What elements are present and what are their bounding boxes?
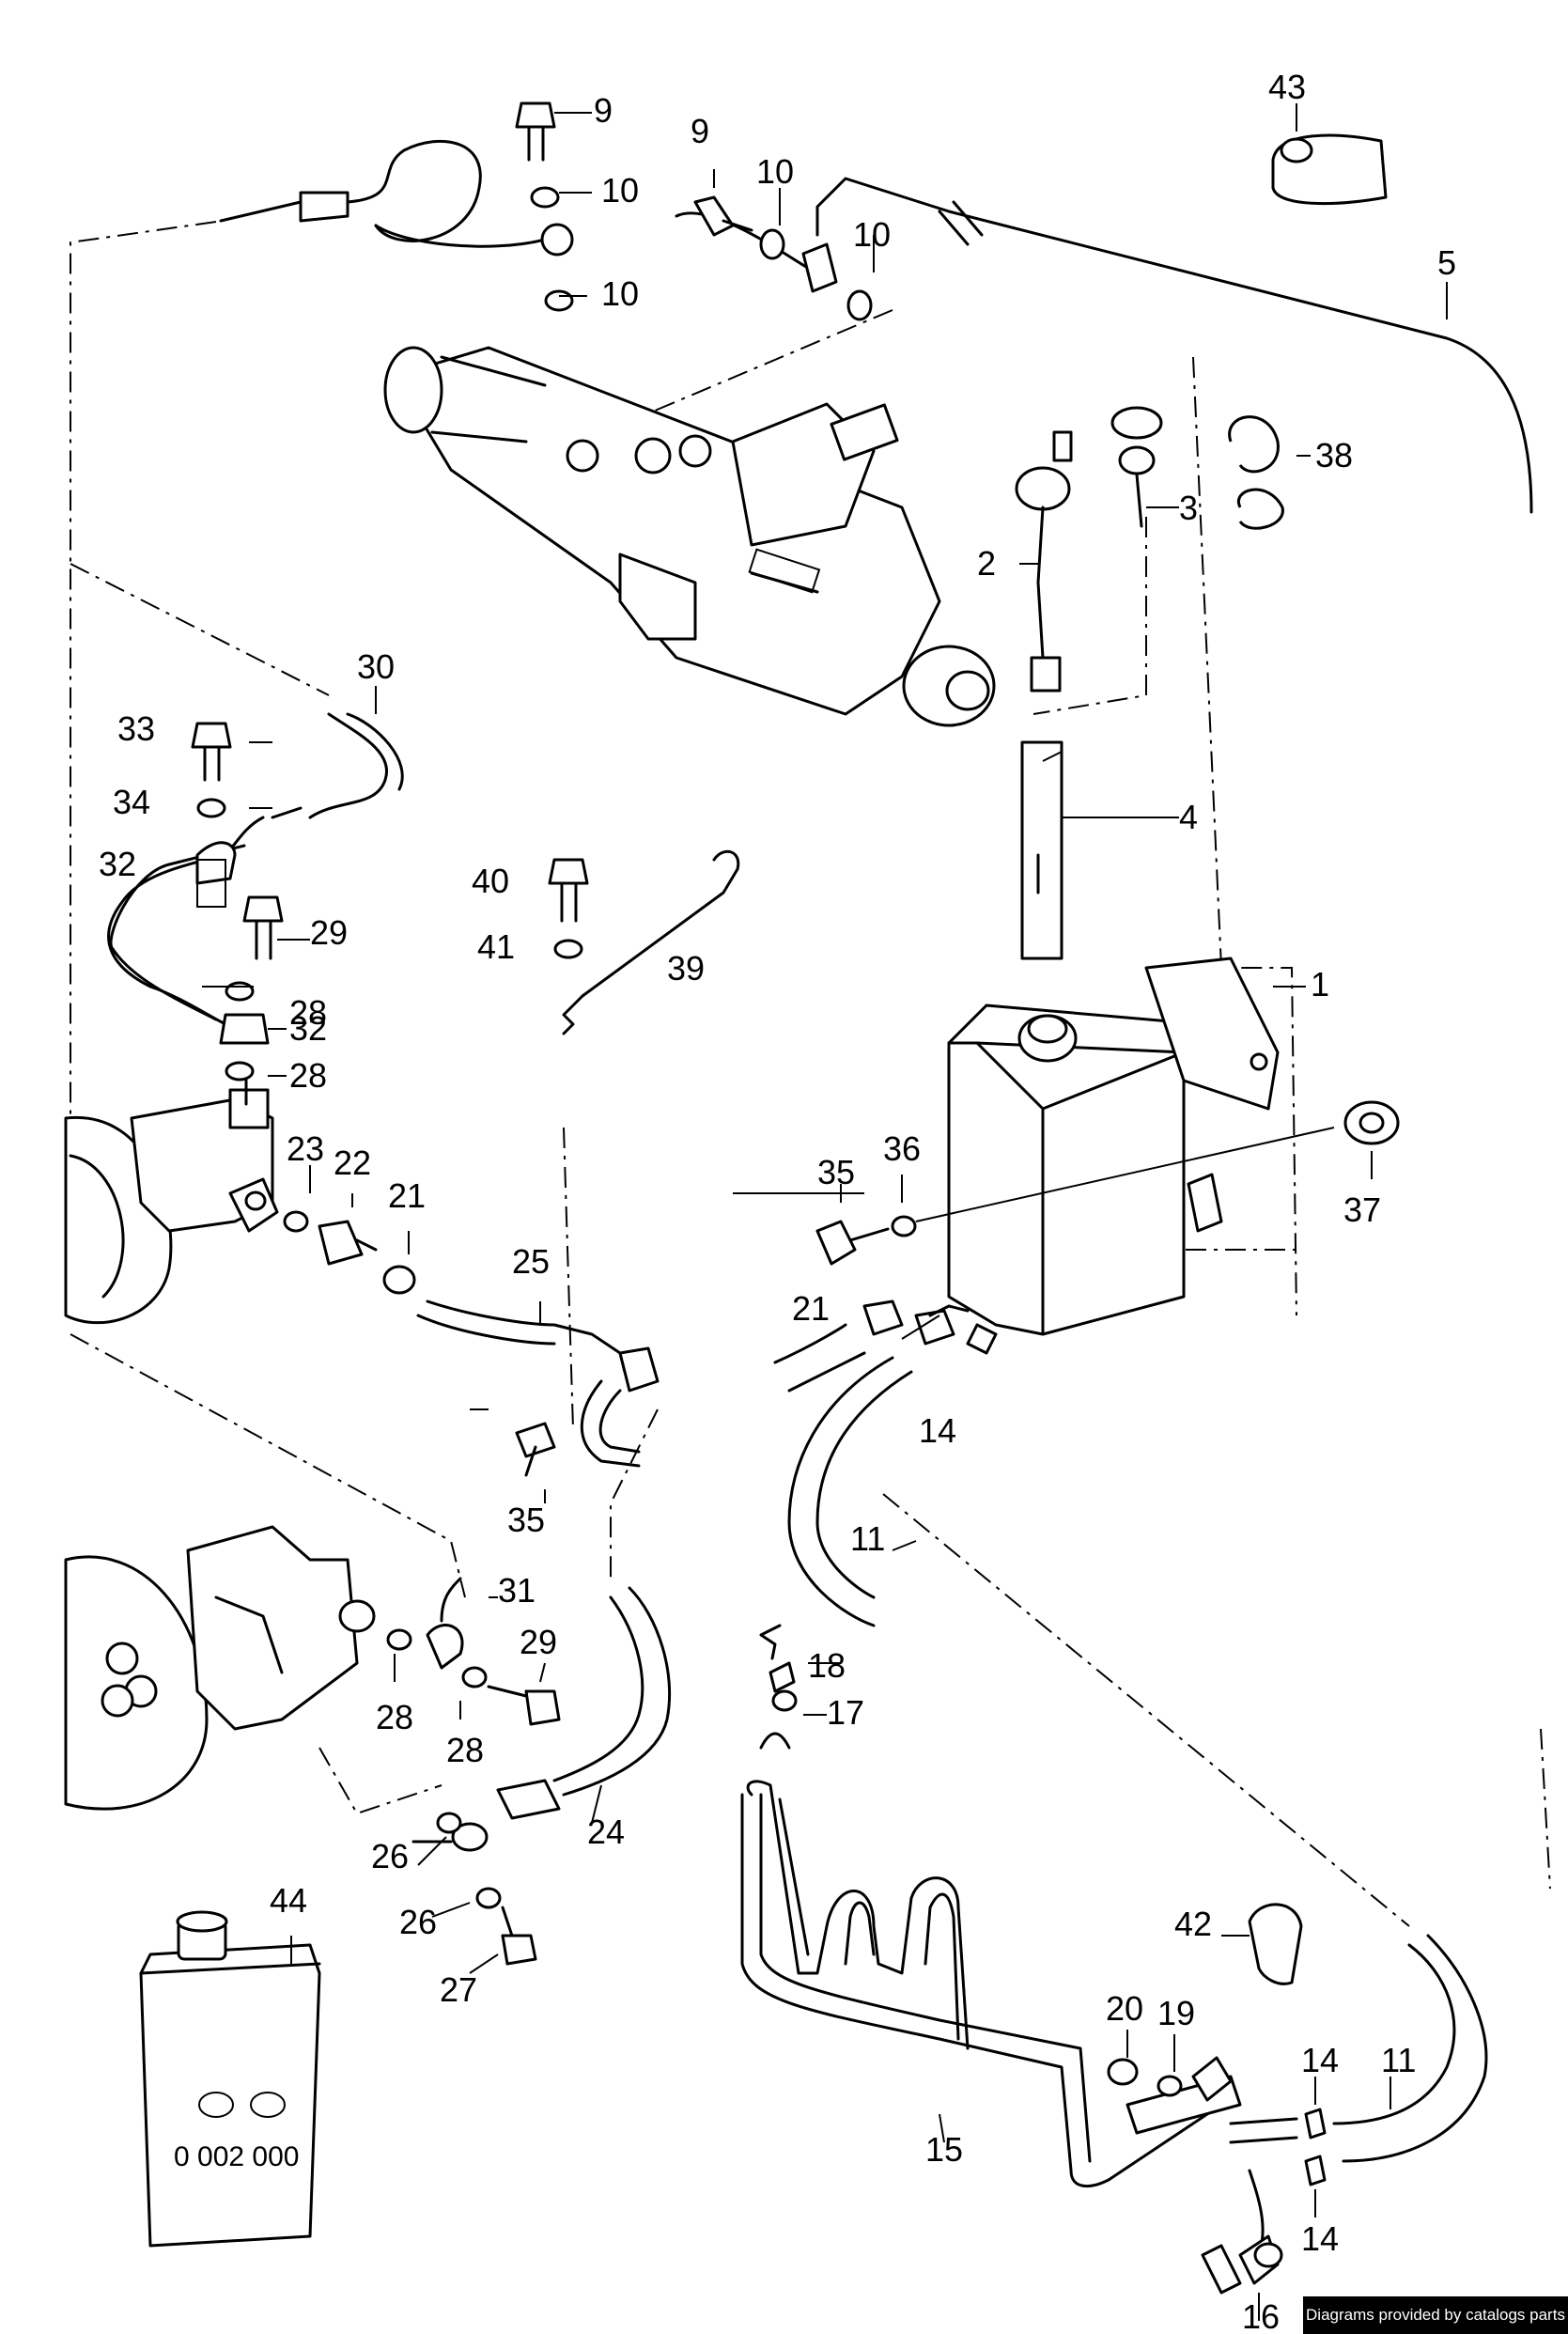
callout-26-b: 26 [399,1903,437,1941]
callout-33: 33 [117,709,155,748]
callout-26-a: 26 [371,1837,409,1875]
callout-43: 43 [1268,68,1306,106]
callout-19: 19 [1157,1994,1195,2032]
callout-35-a: 35 [817,1153,855,1191]
callout-2: 2 [977,544,996,583]
bracket-39 [548,849,740,1035]
steering-rack [383,346,996,727]
callout-10-b: 10 [601,274,639,313]
callout-11-a: 11 [850,1519,885,1558]
callout-18: 18 [808,1646,846,1685]
callout-31: 31 [498,1571,536,1610]
left-hoses [107,712,404,1026]
callout-28-d: 28 [446,1731,484,1769]
callout-3: 3 [1179,489,1198,527]
steering-pump-lower [64,1525,376,1811]
fluid-container: 0 002 000 [139,1910,321,2248]
callout-15: 15 [925,2130,963,2169]
hose-11-center [773,1299,998,1627]
callout-37: 37 [1343,1190,1381,1229]
fluid-reservoir [947,957,1400,1336]
hose-25 [416,1299,660,1477]
callout-39: 39 [667,949,705,988]
callout-44: 44 [270,1881,307,1920]
credit-banner: Diagrams provided by catalogs parts [1303,2296,1568,2334]
callout-35-b: 35 [507,1501,545,1539]
callout-4: 4 [1179,798,1198,836]
callout-41: 41 [477,927,515,966]
callout-11-b: 11 [1381,2041,1416,2079]
reference-lines [70,221,1551,1927]
callout-38: 38 [1315,436,1353,475]
callout-29-b: 29 [520,1623,557,1661]
fasteners-pump-lower [386,1577,561,1966]
callout-28-a: 28 [289,993,327,1032]
callout-14-c: 14 [1301,2219,1339,2258]
steering-pump-upper [64,1088,279,1325]
callout-32-b: 32 [289,1009,327,1048]
callout-24: 24 [587,1813,625,1851]
hose-clamps [1228,133,1388,530]
leader-lines [202,103,1448,2321]
callout-10-c: 10 [756,152,794,191]
callout-30: 30 [357,647,395,686]
callout-14-a: 14 [919,1411,956,1450]
callout-17: 17 [827,1693,864,1732]
callout-9-a: 9 [594,91,613,130]
callout-22: 22 [334,1144,371,1182]
callout-labels: 1 2 3 4 5 9 9 10 10 10 10 11 11 14 14 14… [99,68,1456,2334]
callout-21-a: 21 [388,1176,426,1215]
callout-10-d: 10 [853,215,891,254]
callout-40: 40 [472,862,509,900]
callout-5: 5 [1437,243,1456,282]
callout-29-a: 29 [310,913,348,952]
reservoir-cap-parts [1015,406,1163,960]
reservoir-fasteners [815,1127,1335,1266]
callout-32-a: 32 [99,845,136,883]
callout-9-b: 9 [691,112,709,150]
callout-25: 25 [512,1242,550,1281]
callout-14-b: 14 [1301,2041,1339,2079]
callout-42: 42 [1174,1905,1212,1943]
callout-20: 20 [1106,1989,1143,2028]
cooler-pipe [740,1624,1298,2295]
callout-28-c: 28 [376,1698,413,1736]
container-marking: 0 002 000 [174,2141,299,2172]
callout-23: 23 [287,1129,324,1168]
fasteners-top [515,101,873,321]
callout-16: 16 [1242,2297,1280,2334]
callout-28-b: 28 [289,1056,327,1095]
callout-21-b: 21 [792,1289,830,1328]
hose-24 [411,1586,672,1852]
callout-36: 36 [883,1129,921,1168]
cooler-fittings [1107,1903,1488,2186]
callout-34: 34 [113,783,150,821]
callout-1: 1 [1311,965,1329,1004]
callout-10-a: 10 [601,171,639,210]
callout-27: 27 [440,1970,477,2009]
